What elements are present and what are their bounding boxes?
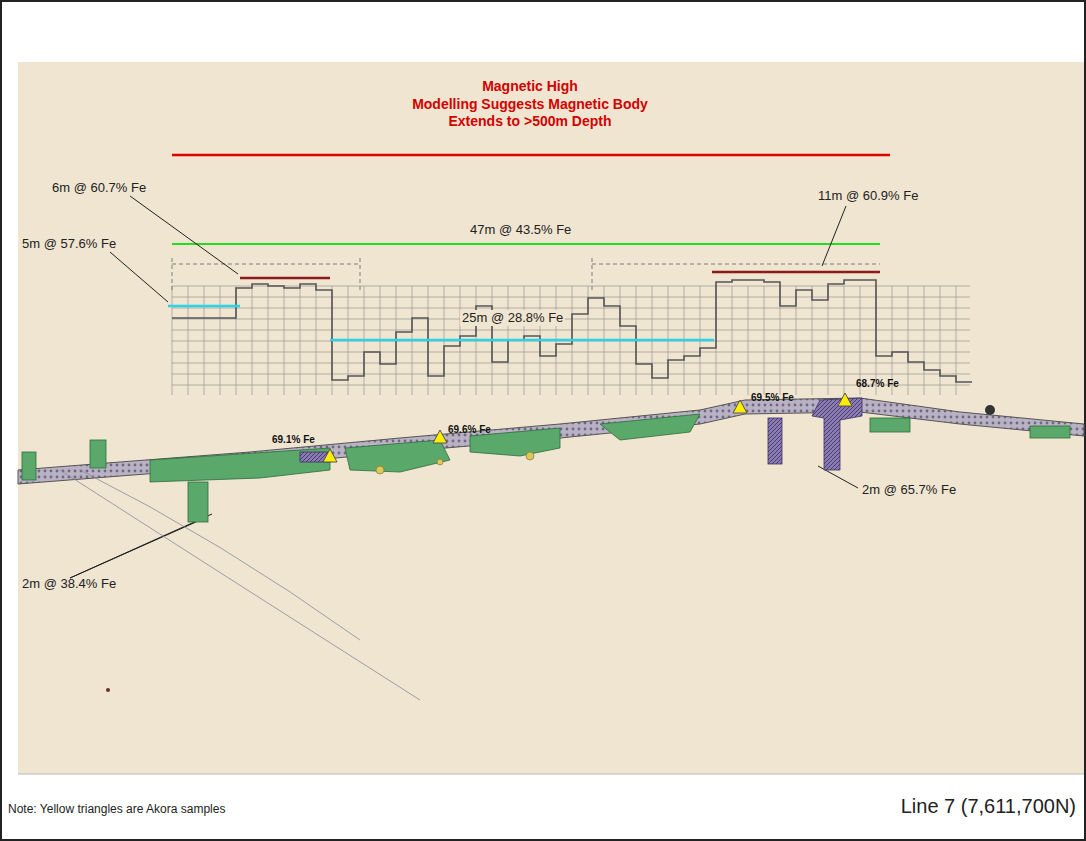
- sample-grade: 69.1% Fe: [272, 434, 315, 446]
- interval-label: 2m @ 65.7% Fe: [862, 482, 956, 498]
- line-caption: Line 7 (7,611,700N): [901, 794, 1076, 818]
- sample-grade: 69.5% Fe: [751, 392, 794, 404]
- interval-label: 25m @ 28.8% Fe: [460, 310, 565, 326]
- interval-label: 6m @ 60.7% Fe: [52, 180, 146, 196]
- interval-label: 47m @ 43.5% Fe: [470, 222, 571, 238]
- heading-note: Modelling Suggests Magnetic Body Extends…: [395, 96, 665, 130]
- sample-grade: 69.6% Fe: [448, 424, 491, 436]
- heading: Magnetic High: [395, 78, 665, 95]
- sample-grade: 68.7% Fe: [856, 378, 899, 390]
- interval-label: 2m @ 38.4% Fe: [22, 576, 116, 592]
- interval-label: 11m @ 60.9% Fe: [818, 188, 918, 204]
- interval-label: 5m @ 57.6% Fe: [22, 236, 116, 252]
- note: Note: Yellow triangles are Akora samples: [8, 802, 225, 816]
